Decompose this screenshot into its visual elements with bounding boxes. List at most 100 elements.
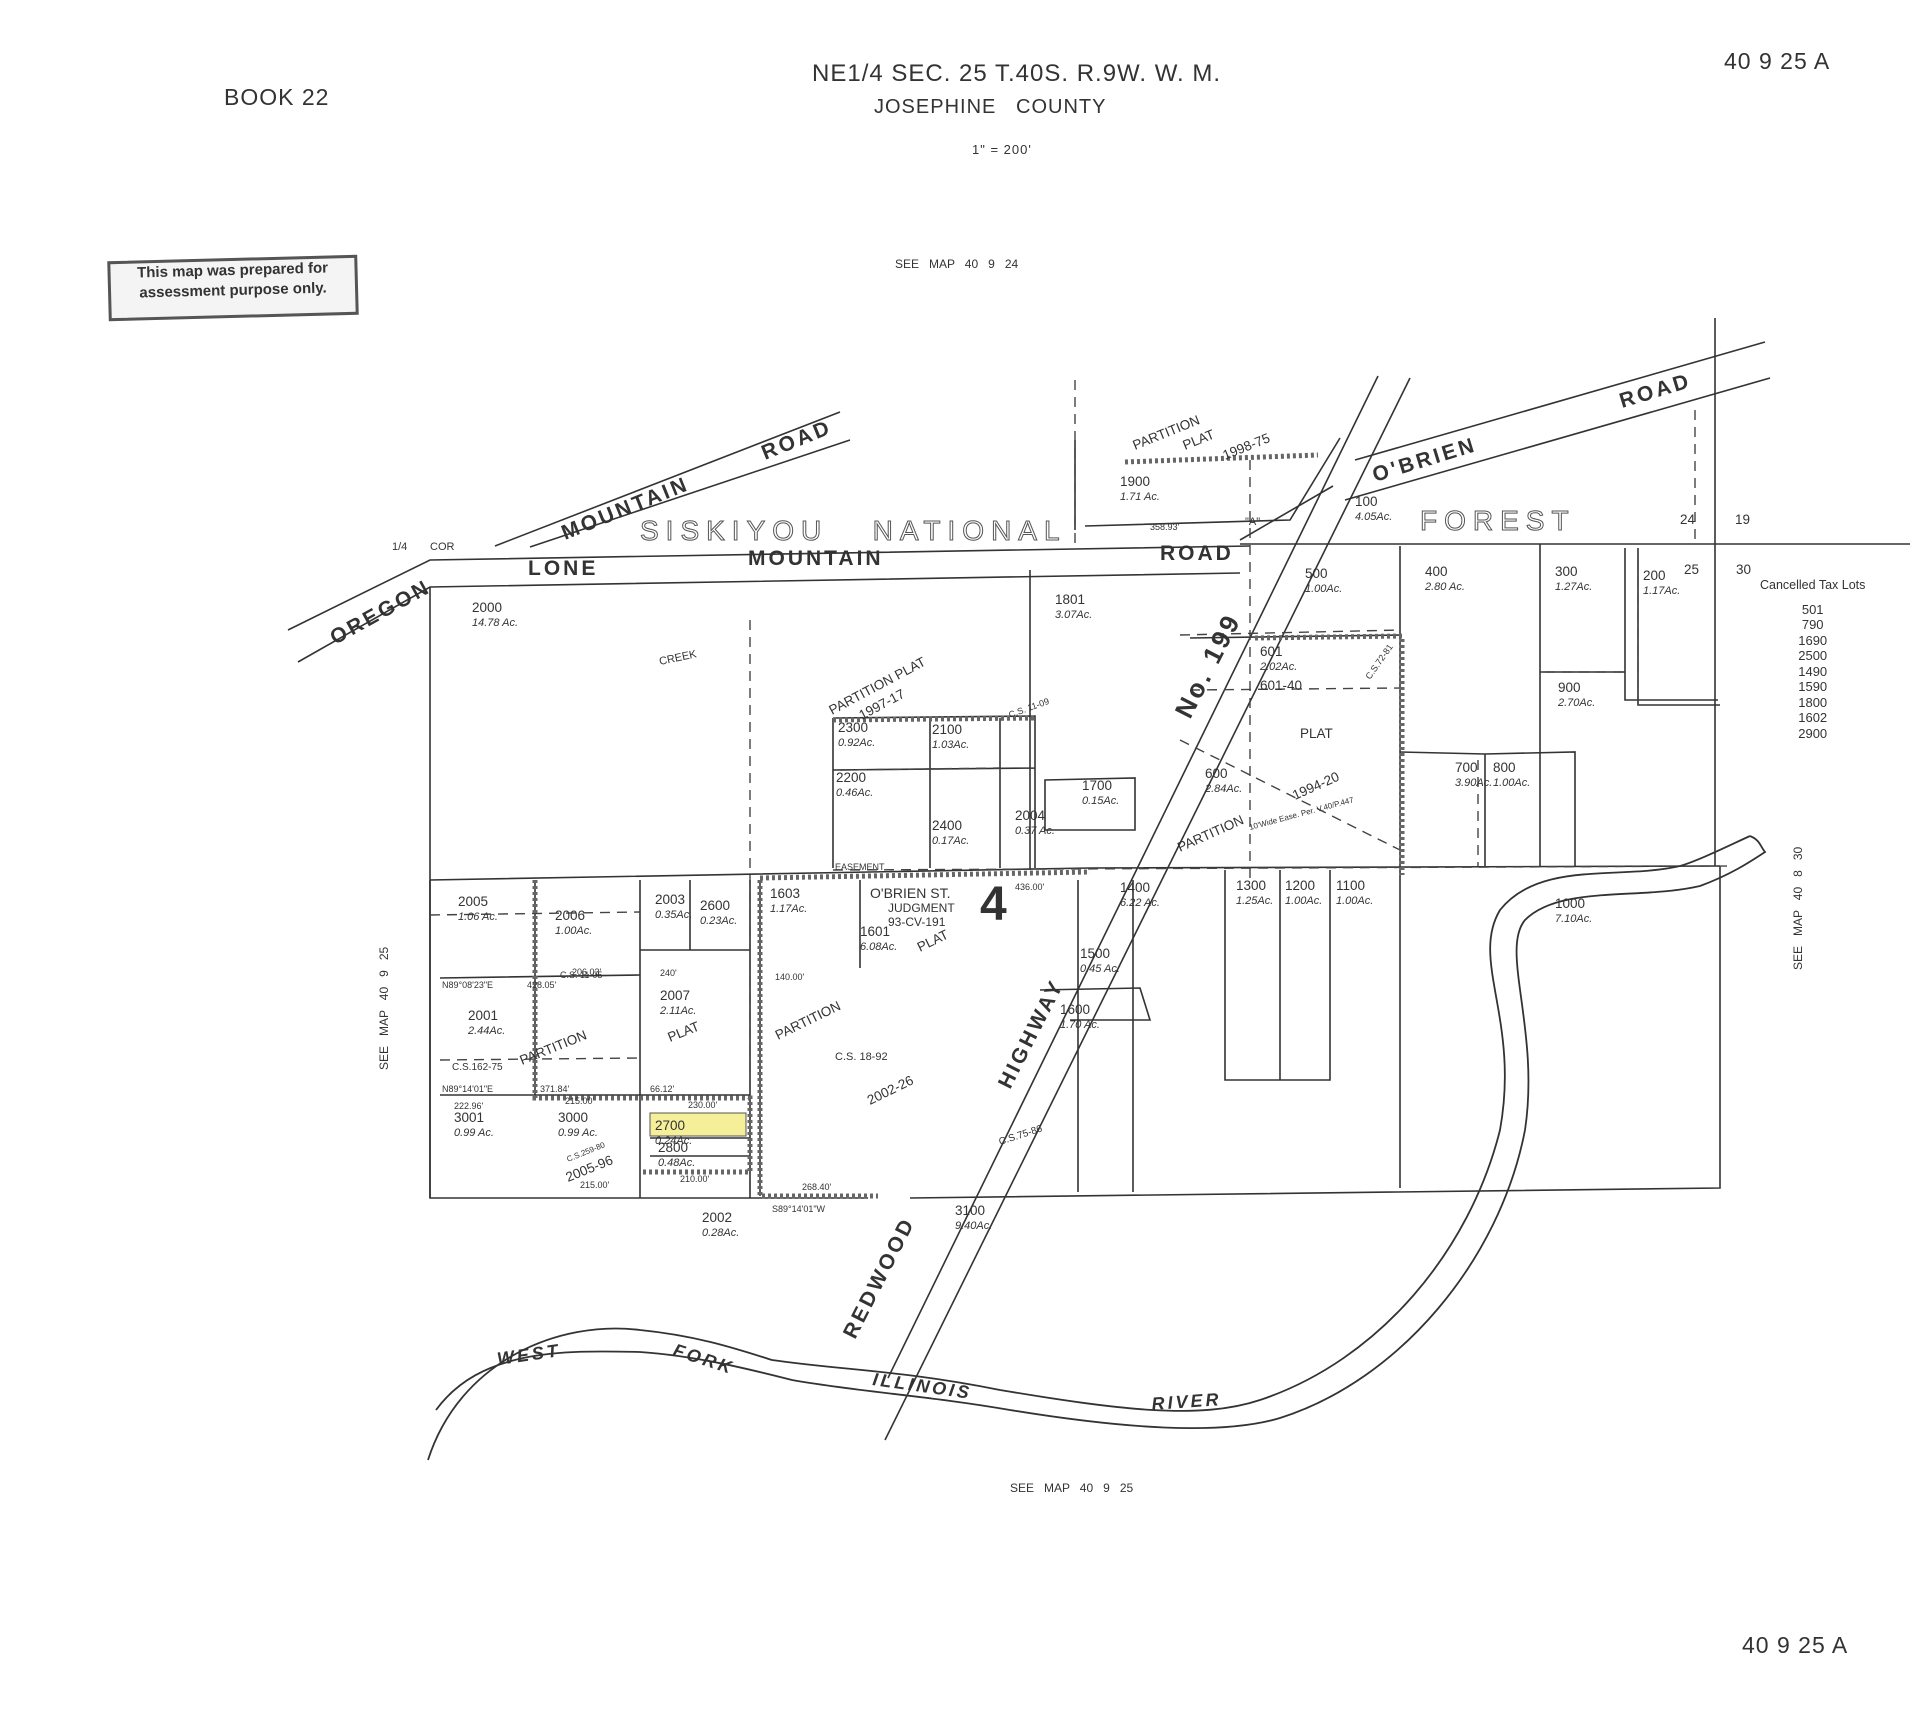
county-label: JOSEPHINE COUNTY (874, 96, 1107, 118)
parcel-boundary (1224, 870, 1331, 1081)
tax-lot-number: 900 (1558, 680, 1581, 695)
tax-lot-acreage: 1.00Ac. (1336, 895, 1373, 907)
road-label-mountain: MOUNTAIN (748, 547, 884, 570)
tax-lot-acreage: 4.05Ac. (1355, 511, 1392, 523)
section-25: 25 (1684, 562, 1699, 577)
tax-lot-acreage: 0.24Ac. (655, 1135, 692, 1147)
tax-lot-acreage: 0.45 Ac. (1080, 963, 1120, 975)
tax-lot-acreage: 2.84Ac. (1204, 783, 1242, 795)
book-label: BOOK 22 (224, 84, 330, 110)
section-19: 19 (1735, 512, 1750, 527)
easement-note: 10'Wide Ease. Per. V.40/P.447 (1248, 795, 1355, 832)
street-label-obrien: O'BRIEN ST. (870, 885, 950, 901)
parcel-boundary (1624, 548, 1718, 701)
tax-lot-number: 1700 (1082, 778, 1112, 793)
bearing: N89°08'23"E (442, 980, 493, 990)
section-24: 24 (1680, 512, 1696, 527)
obrien-road-edge (1344, 377, 1771, 501)
tax-lot-number: 1500 (1080, 946, 1110, 961)
tax-lot-number: 2700 (655, 1118, 685, 1133)
distance: 436.00' (1015, 882, 1045, 892)
survey-label: C.S. 11-05 (560, 970, 602, 980)
tax-lot-acreage: 2.44Ac. (467, 1025, 505, 1037)
distance: 215.00' (565, 1096, 595, 1106)
dashed-line (839, 767, 1001, 771)
see-map-left: SEE MAP 40 9 25 (377, 946, 391, 1070)
tax-lot-acreage: 3.07Ac. (1055, 609, 1092, 621)
tax-lot-acreage: 0.99 Ac. (454, 1127, 494, 1139)
tax-lot-acreage: 1.25Ac. (1236, 895, 1273, 907)
tax-lot-number: 2400 (932, 818, 962, 833)
road-label-lone: LONE (528, 557, 598, 580)
survey-label: C.S.72-81 (1363, 642, 1394, 681)
section-30: 30 (1736, 562, 1751, 577)
dashed-line (832, 865, 1731, 871)
obrien-road-edge (1354, 341, 1766, 461)
tax-lot-number: 1801 (1055, 592, 1085, 607)
road-label-road: ROAD (1160, 542, 1234, 565)
tax-lot-number: 2007 (660, 988, 690, 1003)
point-a-label: "A" (1245, 516, 1260, 528)
plat-label: 1994-20 (1290, 769, 1341, 803)
tax-lot-number: 1000 (1555, 896, 1585, 911)
road-label-obrien-road: ROAD (1617, 369, 1694, 413)
tax-lot-number: 3000 (558, 1110, 588, 1125)
tax-lot-acreage: 0.99 Ac. (558, 1127, 598, 1139)
tax-lot-number: 600 (1205, 766, 1228, 781)
plat-boundary (640, 1095, 753, 1175)
siskiyou-label: SISKIYOU NATIONAL (640, 515, 1067, 546)
see-map-bottom: SEE MAP 40 9 25 (1010, 1481, 1134, 1495)
parcel-boundary (429, 880, 751, 1198)
mountain-road-edge (494, 411, 841, 547)
distance: 206.03' (572, 967, 602, 977)
judgment-number: 93-CV-191 (888, 915, 946, 929)
plat-label: 2002-26 (865, 1072, 916, 1107)
tax-lot-acreage: 0.23Ac. (700, 915, 737, 927)
cancelled-title: Cancelled Tax Lots (1760, 578, 1866, 592)
highway-edge (884, 377, 1411, 1441)
plat-label: PLAT (1300, 726, 1333, 741)
creek-label: CREEK (658, 648, 698, 668)
tax-lot-acreage: 0.17Ac. (932, 835, 969, 847)
tax-lot-number: 3100 (955, 1203, 985, 1218)
tax-lot-acreage: 6.08Ac. (860, 941, 897, 953)
highway-edge (1239, 485, 1334, 541)
tax-lot-acreage: 1.71 Ac. (1120, 491, 1160, 503)
plat-label: PLAT (915, 927, 951, 955)
cancelled-lot: 790 (1801, 617, 1824, 632)
easement-label: EASEMENT (835, 862, 885, 872)
plat-boundary (759, 869, 1091, 881)
tax-lot-acreage: 14.78 Ac. (472, 617, 518, 629)
block-number: 4 (980, 878, 1007, 931)
parcel-boundary (1044, 777, 1136, 831)
cancelled-tax-lots: Cancelled Tax Lots 501 790 1690 2500 149… (1760, 578, 1865, 741)
tax-lot-number: 2001 (468, 1008, 498, 1023)
tax-lot-acreage: 2.11Ac. (659, 1005, 697, 1017)
tax-lot-number: 2100 (932, 722, 962, 737)
tax-lot-number: 2200 (836, 770, 866, 785)
tax-lot-number: 200 (1643, 568, 1666, 583)
parcel-boundary (759, 880, 861, 1196)
tax-lot-acreage: 1.27Ac. (1555, 581, 1592, 593)
tax-lot-number: 300 (1555, 564, 1578, 579)
bearing: S89°14'01"W (772, 1204, 826, 1214)
tax-lot-number: 601-40 (1260, 678, 1302, 693)
mountain-road-edge (529, 439, 851, 548)
tax-lot-number: 1400 (1120, 880, 1150, 895)
tax-lot-acreage: 1.70 Ac. (1060, 1019, 1100, 1031)
see-map-right: SEE MAP 40 8 30 (1791, 846, 1805, 970)
forest-label: FOREST (1420, 505, 1576, 536)
distance: 222.96' (454, 1101, 484, 1111)
tax-lot-number: 2000 (472, 600, 502, 615)
tax-lot-number: 1100 (1336, 878, 1365, 893)
dashed-line (1189, 687, 1401, 691)
parcel-boundary (1039, 987, 1152, 1021)
survey-label: C.S. 18-92 (835, 1051, 888, 1063)
oregon-road-edge (287, 545, 1251, 631)
river-label-west: WEST (496, 1340, 562, 1369)
map-id-top: 40 9 25 A (1724, 48, 1831, 74)
plat-boundary (1124, 452, 1319, 465)
tax-lot-acreage: 6.22 Ac. (1120, 897, 1160, 909)
distance: 358.93' (1150, 522, 1180, 532)
